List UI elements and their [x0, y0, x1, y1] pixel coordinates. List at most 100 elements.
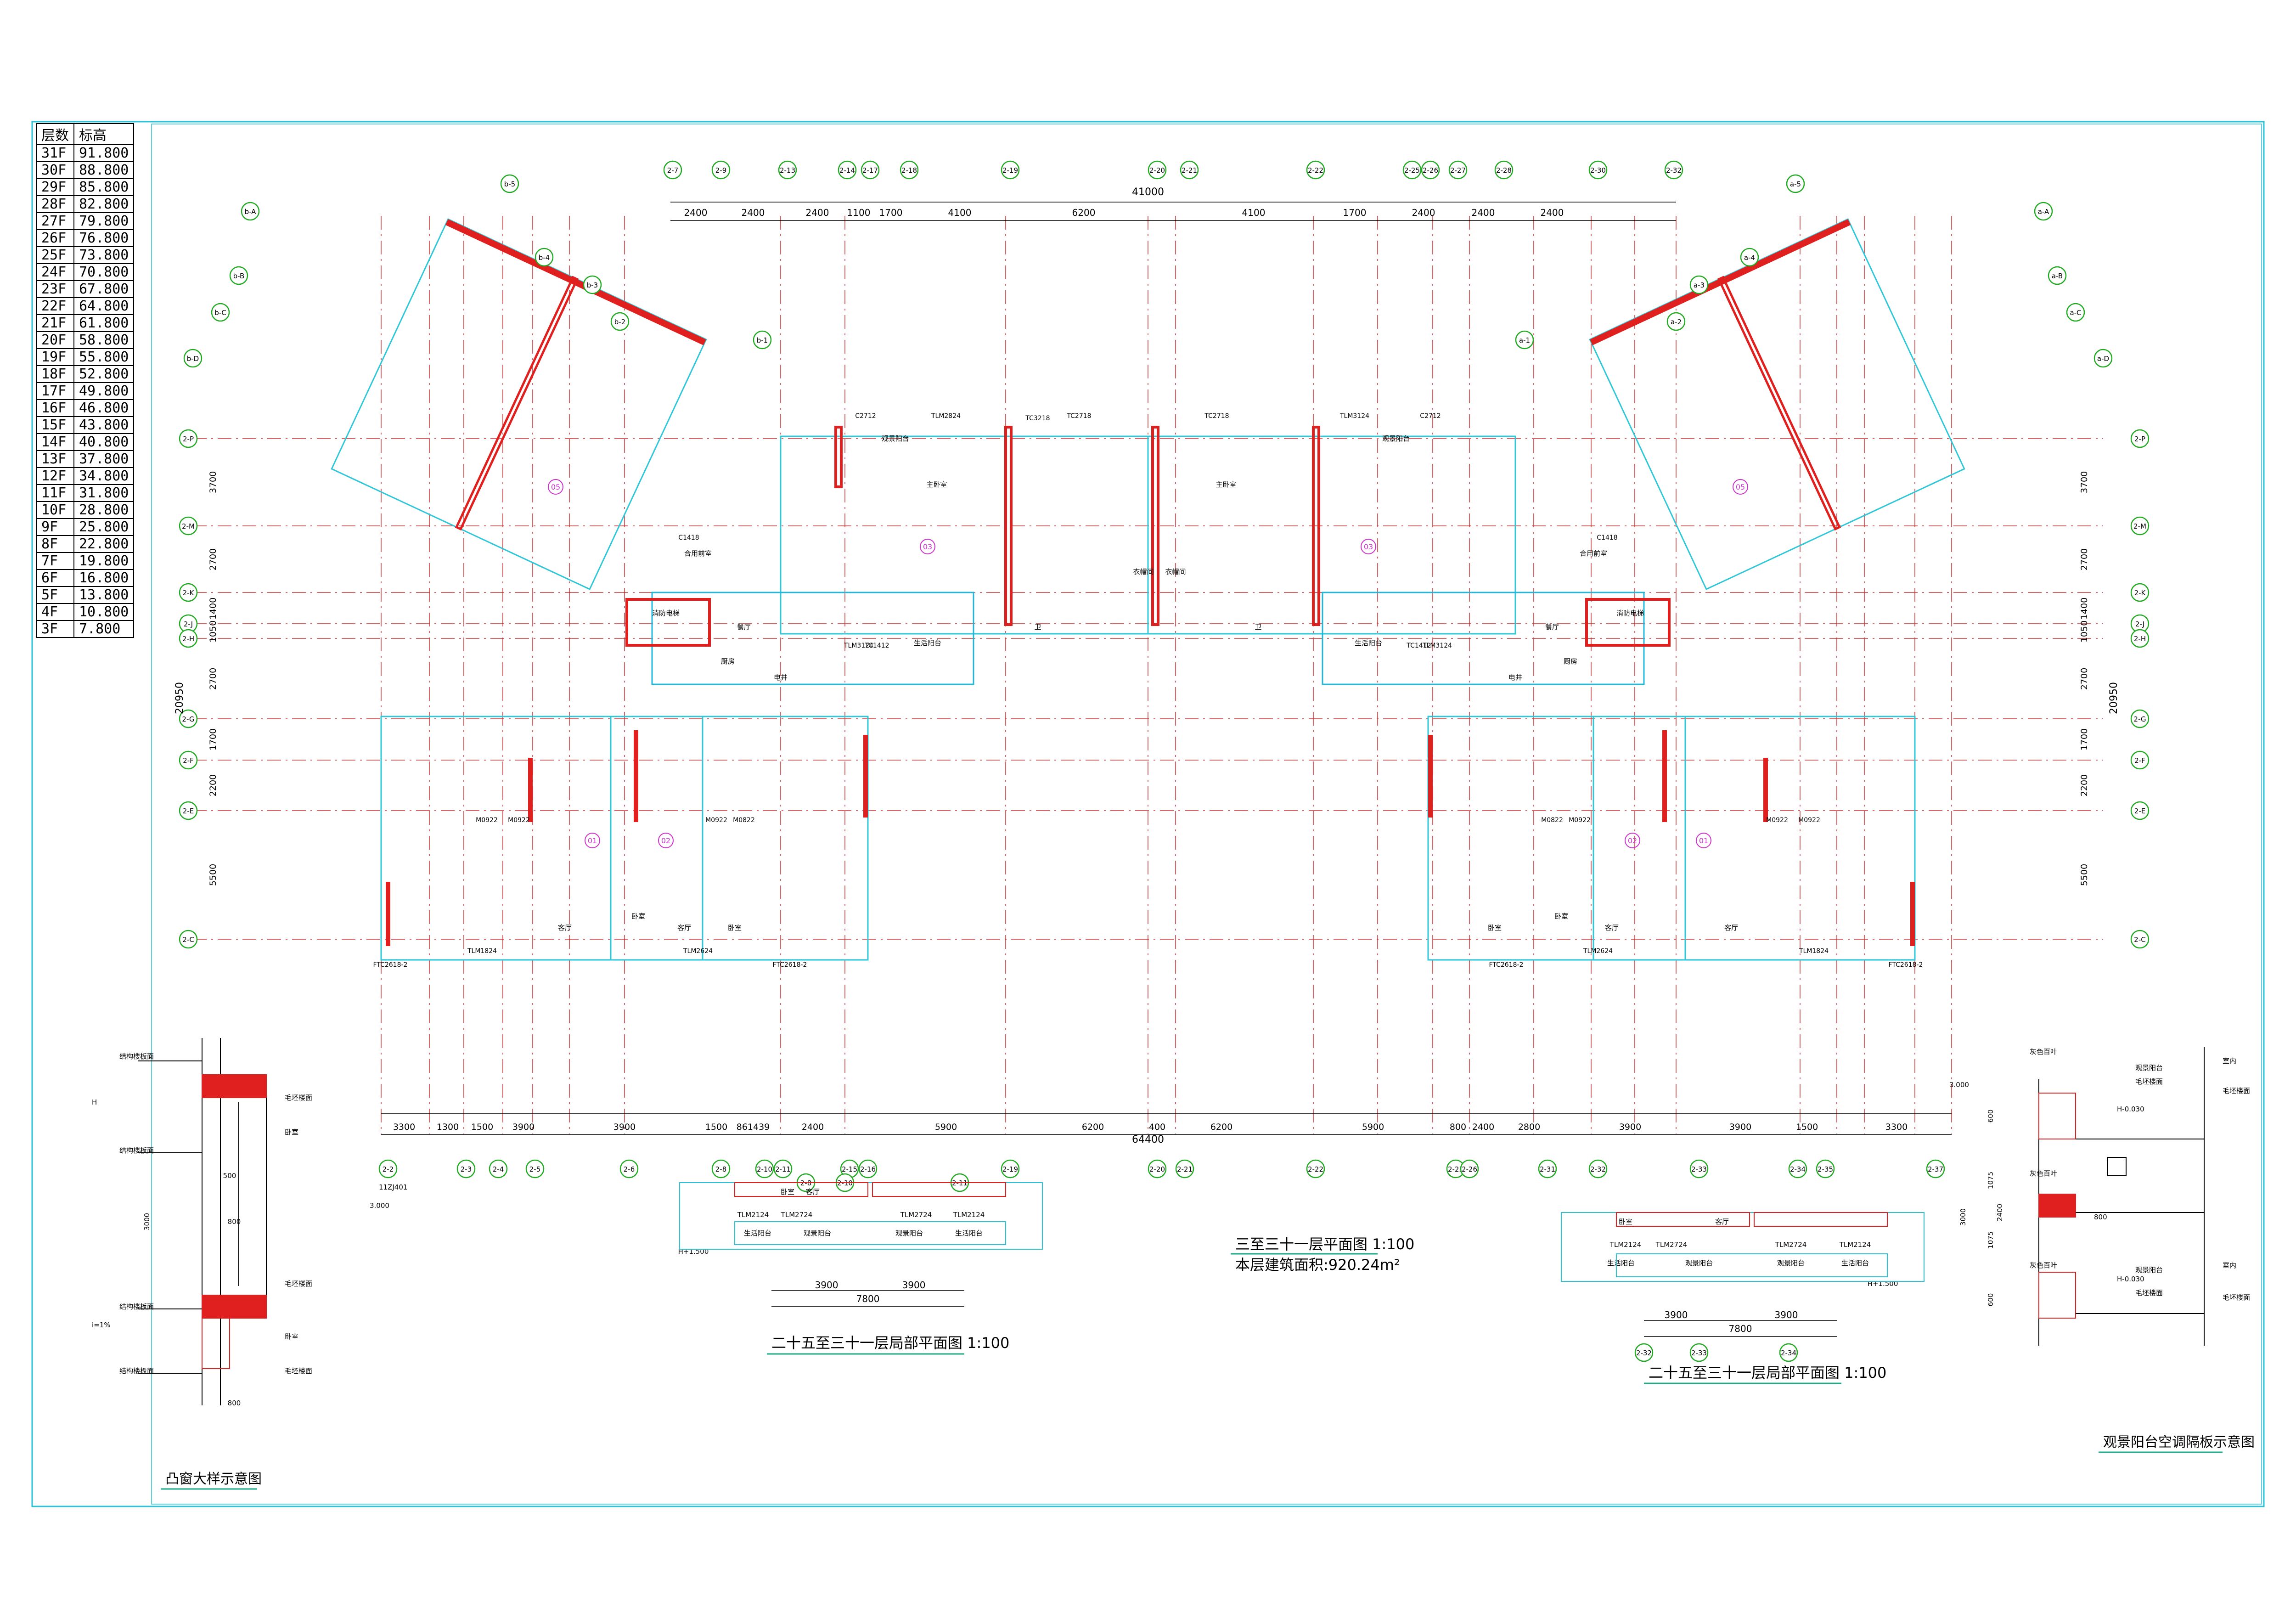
axis-label: a-C	[2070, 309, 2081, 317]
axis-label: 2-10	[757, 1165, 772, 1173]
axis-bubble: 2-E	[2130, 801, 2150, 820]
door-window-tag: TLM1824	[467, 947, 497, 955]
room-label: 生活阳台	[1355, 639, 1382, 647]
room-label: 客厅	[1724, 924, 1738, 932]
left-side-dimension: 2200	[208, 774, 218, 796]
axis-label: a-3	[1694, 281, 1705, 289]
bottom-dimension: 1500	[1796, 1122, 1818, 1132]
door-window-tag: M0822	[733, 817, 755, 824]
balcony-detail-dimension: 1075	[1986, 1231, 1995, 1249]
bay-window-dimension: 800	[228, 1218, 241, 1226]
partial-right-label: 观景阳台	[1685, 1259, 1713, 1267]
axis-label: 2-E	[2134, 807, 2145, 815]
axis-label: a-D	[2097, 355, 2109, 363]
structural-column	[1910, 882, 1915, 946]
partial-right-label: TLM2124	[1839, 1241, 1871, 1249]
right-side-dimension: 5500	[2079, 864, 2089, 886]
left-side-dimension: 5500	[208, 864, 218, 886]
axis-bubble: 2-20	[1148, 1159, 1167, 1179]
door-window-tag: TLM3124	[844, 642, 873, 649]
main-plan-title: 三至三十一层平面图 1:100	[1235, 1235, 1414, 1253]
partial-left-dimension: 7800	[856, 1293, 880, 1304]
top-dimension: 1700	[1343, 207, 1367, 218]
elevation-cell: 85.800	[73, 178, 135, 196]
axis-bubble: 2-34	[1788, 1159, 1807, 1179]
bottom-dimension: 2400	[802, 1122, 824, 1132]
structural-column	[386, 882, 390, 946]
partial-right-dimension: 3900	[1775, 1309, 1798, 1320]
wing-right	[1589, 218, 1965, 590]
axis-bubble: b-1	[753, 330, 772, 350]
axis-label: b-C	[214, 309, 226, 317]
axis-label: b-B	[233, 272, 245, 280]
axis-bubble: 2-5	[525, 1159, 545, 1179]
floor-cell: 10F	[36, 501, 74, 519]
elevation-cell: 67.800	[73, 280, 135, 298]
top-dimension: 2400	[806, 207, 829, 218]
right-side-dimension: 1400	[2079, 598, 2089, 620]
partial-left-label: TLM2724	[900, 1211, 932, 1219]
room-label: 客厅	[1605, 924, 1619, 932]
level-table-header-floor: 层数	[36, 123, 74, 145]
bottom-dimension: 3900	[613, 1122, 636, 1132]
elevation-cell: 49.800	[73, 382, 135, 400]
axis-label: a-1	[1519, 336, 1530, 344]
partial-left-label: 观景阳台	[895, 1229, 923, 1237]
partial-right-label: 卧室	[1619, 1218, 1632, 1226]
bottom-dimension: 2400	[1472, 1122, 1494, 1132]
unit-number: 05	[1733, 479, 1748, 495]
axis-label: b-1	[757, 336, 768, 344]
top-dimension: 6200	[1072, 207, 1096, 218]
room-label: 卧室	[1554, 912, 1568, 920]
door-window-tag: M0822	[1541, 817, 1563, 824]
axis-bubble: 2-P	[179, 429, 198, 448]
axis-label: 2-M	[2133, 522, 2146, 530]
axis-label: 2-37	[1928, 1165, 1943, 1173]
room-label: 电井	[1508, 673, 1522, 682]
structural-column	[634, 730, 638, 822]
structural-wall	[1151, 426, 1159, 626]
floor-cell: 25F	[36, 246, 74, 264]
bay-window-label: 结构楼板面	[119, 1146, 154, 1155]
axis-bubble: 2-20	[1148, 160, 1167, 180]
bay-window-dimension: 3000	[143, 1213, 151, 1230]
elevation-cell: 40.800	[73, 433, 135, 451]
axis-bubble: a-C	[2066, 303, 2085, 322]
axis-bubble: 2-G	[179, 709, 198, 728]
floor-cell: 9F	[36, 518, 74, 536]
axis-bubble: 2-26	[1421, 160, 1440, 180]
bottom-dimension: 2800	[1518, 1122, 1540, 1132]
left-side-dimension: 2700	[208, 548, 218, 570]
room-label: 客厅	[558, 924, 572, 932]
partial-left-label: TLM2724	[781, 1211, 813, 1219]
elevation-cell: 13.800	[73, 586, 135, 604]
balcony-detail-dimension: 3000	[1959, 1208, 1967, 1226]
floor-cell: 5F	[36, 586, 74, 604]
axis-label: 2-M	[182, 522, 195, 530]
axis-bubble: 2-3	[456, 1159, 476, 1179]
axis-bubble: a-A	[2034, 202, 2053, 221]
svg-text:02: 02	[661, 836, 670, 845]
room-label: 厨房	[1564, 657, 1577, 665]
balcony-detail-label: H-0.030	[2117, 1105, 2144, 1113]
structural-wall	[1004, 426, 1013, 626]
axis-label: 2-17	[862, 166, 878, 175]
svg-text:05: 05	[551, 483, 560, 491]
room-label: 卧室	[728, 924, 742, 932]
axis-label: 2-G	[182, 715, 194, 723]
partial-right-label: 观景阳台	[1777, 1259, 1805, 1267]
floor-cell: 15F	[36, 416, 74, 434]
axis-bubble: a-4	[1740, 248, 1759, 267]
right-side-dimension: 1050	[2079, 620, 2089, 643]
bay-window-label: 毛坯楼面	[285, 1094, 312, 1102]
structural-wall	[625, 598, 711, 647]
svg-text:03: 03	[1364, 542, 1373, 551]
